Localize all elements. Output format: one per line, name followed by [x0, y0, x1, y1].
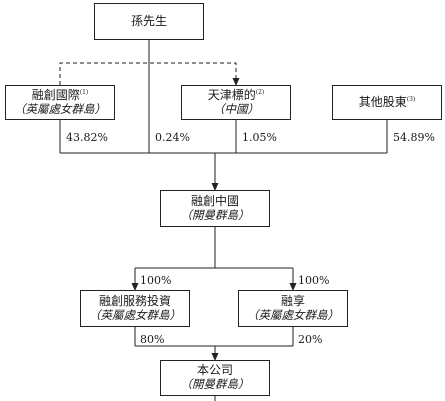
company-ownership-by-services-investment: 80%: [140, 333, 165, 346]
tianjin-target-note: (2): [255, 88, 265, 96]
sunac-international-name: 融創國際: [31, 87, 80, 102]
sunac-services-investment-box: 融創服務投資 （英屬處女群島）: [80, 290, 190, 327]
sunac-china-box: 融創中國 （開曼群島）: [160, 190, 270, 227]
services-investment-ownership: 100%: [140, 274, 172, 287]
other-shareholders-percentage: 54.89%: [393, 131, 435, 144]
rongxiang-jurisdiction: （英屬處女群島）: [247, 307, 339, 322]
sunac-international-jurisdiction: （英屬處女群島）: [14, 101, 106, 116]
company-name: 本公司: [196, 363, 233, 378]
tianjin-target-jurisdiction: （中國）: [213, 101, 259, 116]
company-ownership-by-rongxiang: 20%: [298, 333, 323, 346]
sunac-china-jurisdiction: （開曼群島）: [180, 207, 250, 222]
sunac-services-investment-jurisdiction: （英屬處女群島）: [89, 307, 181, 322]
tianjin-target-name: 天津標的: [207, 87, 256, 102]
mr-sun-direct-percentage: 0.24%: [155, 131, 190, 144]
sunac-services-investment-name: 融創服務投資: [98, 293, 171, 308]
mr-sun-box: 孫先生: [94, 3, 204, 40]
tianjin-target-box: 天津標的(2) （中國）: [181, 85, 291, 120]
rongxiang-ownership: 100%: [298, 274, 330, 287]
sunac-international-box: 融創國際(1) （英屬處女群島）: [5, 85, 115, 120]
tianjin-target-percentage: 1.05%: [242, 131, 277, 144]
mr-sun-name: 孫先生: [130, 13, 167, 28]
rongxiang-name: 融享: [280, 293, 305, 308]
sunac-china-name: 融創中國: [190, 193, 239, 208]
sunac-international-percentage: 43.82%: [66, 131, 108, 144]
control-dashed-line: [59, 62, 240, 86]
other-shareholders-note: (3): [406, 95, 416, 103]
company-box: 本公司 （開曼群島）: [160, 360, 270, 396]
other-shareholders-name: 其他股東: [358, 94, 407, 109]
rongxiang-box: 融享 （英屬處女群島）: [238, 290, 348, 327]
sunac-international-note: (1): [79, 88, 89, 96]
company-jurisdiction: （開曼群島）: [180, 377, 250, 392]
other-shareholders-box: 其他股東(3): [332, 85, 442, 120]
